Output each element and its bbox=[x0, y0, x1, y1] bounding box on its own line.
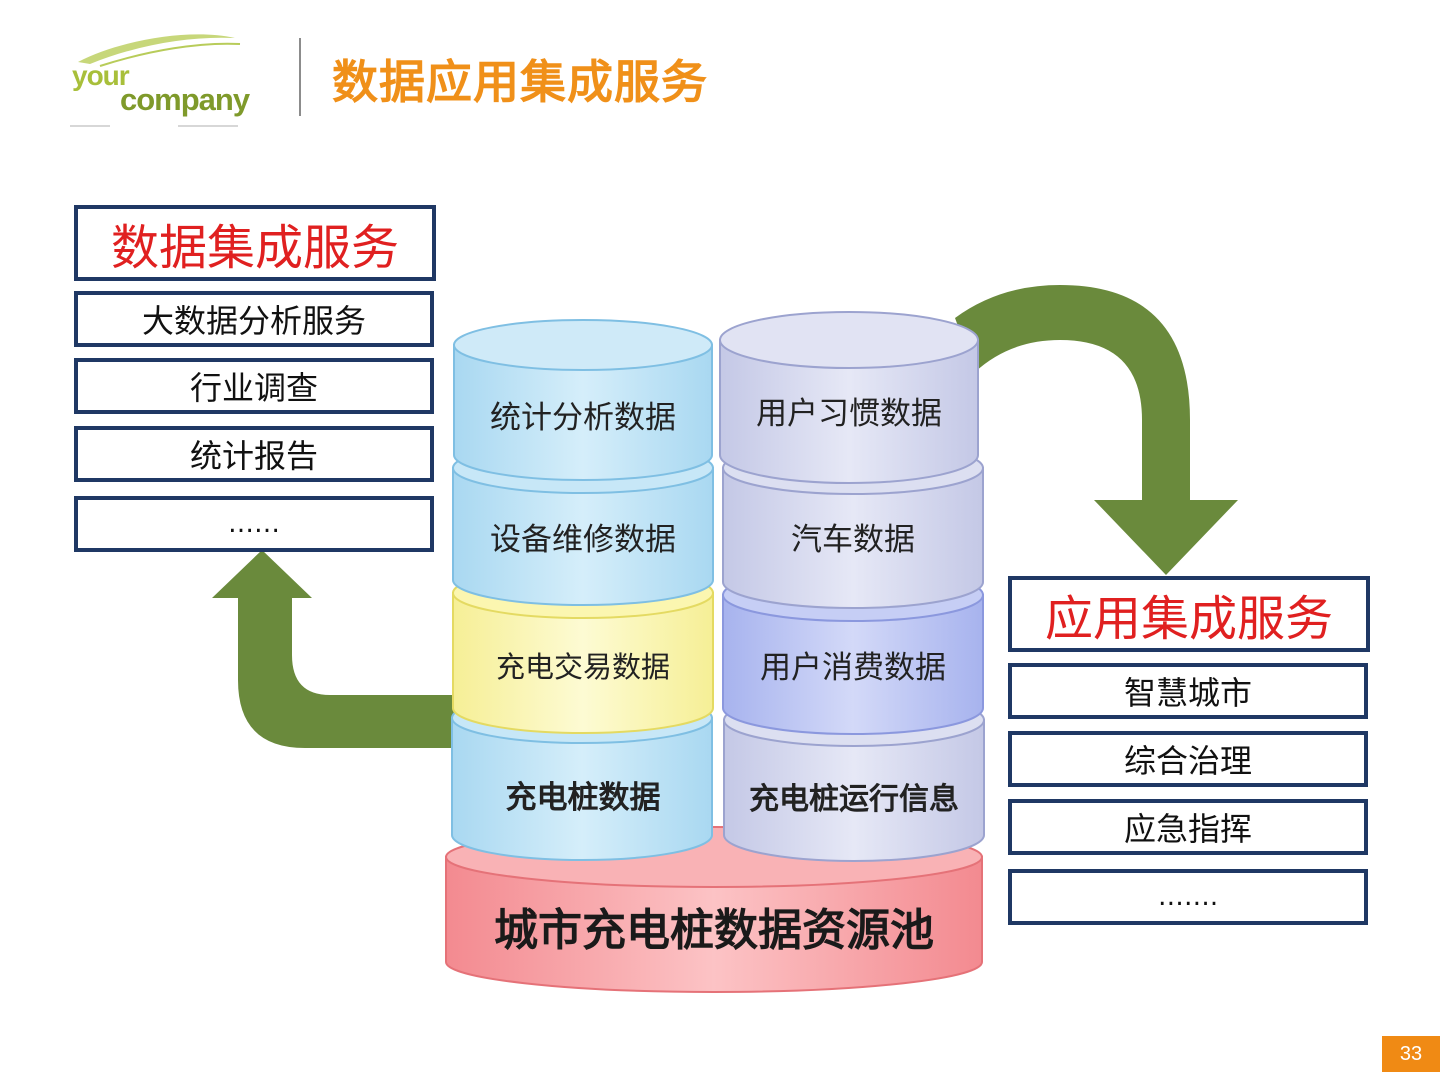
right-panel-title: 应用集成服务 bbox=[1008, 576, 1370, 652]
left-item-more: …… bbox=[74, 496, 434, 552]
logo-word-company: company bbox=[120, 82, 250, 117]
page-title: 数据应用集成服务 bbox=[332, 55, 708, 109]
left-flow-arrow bbox=[212, 550, 460, 748]
logo-word-your: your bbox=[72, 60, 130, 91]
left-item-industry-survey: 行业调查 bbox=[74, 358, 434, 414]
cylinder-label-user-habits: 用户习惯数据 bbox=[756, 396, 942, 432]
company-logo: your company bbox=[70, 30, 250, 130]
page-number: 33 bbox=[1382, 1036, 1440, 1072]
logo-swoosh-icon bbox=[78, 34, 241, 67]
header-divider bbox=[299, 38, 301, 116]
right-item-smart-city: 智慧城市 bbox=[1008, 663, 1368, 719]
right-item-emergency: 应急指挥 bbox=[1008, 799, 1368, 855]
cylinder-label-user-spending: 用户消费数据 bbox=[760, 650, 946, 686]
arrow-body-right bbox=[955, 285, 1238, 575]
cylinder-label-stats: 统计分析数据 bbox=[490, 400, 676, 436]
cylinder-label-vehicles: 汽车数据 bbox=[791, 522, 915, 558]
right-item-more: ……. bbox=[1008, 869, 1368, 925]
cylinder-label-maintenance: 设备维修数据 bbox=[490, 522, 676, 558]
left-item-stats-report: 统计报告 bbox=[74, 426, 434, 482]
right-item-governance: 综合治理 bbox=[1008, 731, 1368, 787]
arrow-body-left bbox=[212, 550, 460, 748]
logo-tagline-right bbox=[178, 125, 238, 127]
cylinder-label-transactions: 充电交易数据 bbox=[495, 650, 670, 684]
cylinder-label-charging-piles: 充电桩数据 bbox=[505, 780, 661, 816]
right-flow-arrow bbox=[955, 285, 1238, 575]
left-panel-title: 数据集成服务 bbox=[74, 205, 436, 281]
left-cylinder-stack bbox=[451, 319, 714, 861]
left-item-big-data: 大数据分析服务 bbox=[74, 291, 434, 347]
logo-tagline-left bbox=[70, 125, 110, 127]
cylinder-label-pile-operations: 充电桩运行信息 bbox=[749, 782, 959, 817]
resource-pool-label: 城市充电桩数据资源池 bbox=[494, 905, 934, 956]
right-cylinder-stack bbox=[719, 311, 985, 862]
